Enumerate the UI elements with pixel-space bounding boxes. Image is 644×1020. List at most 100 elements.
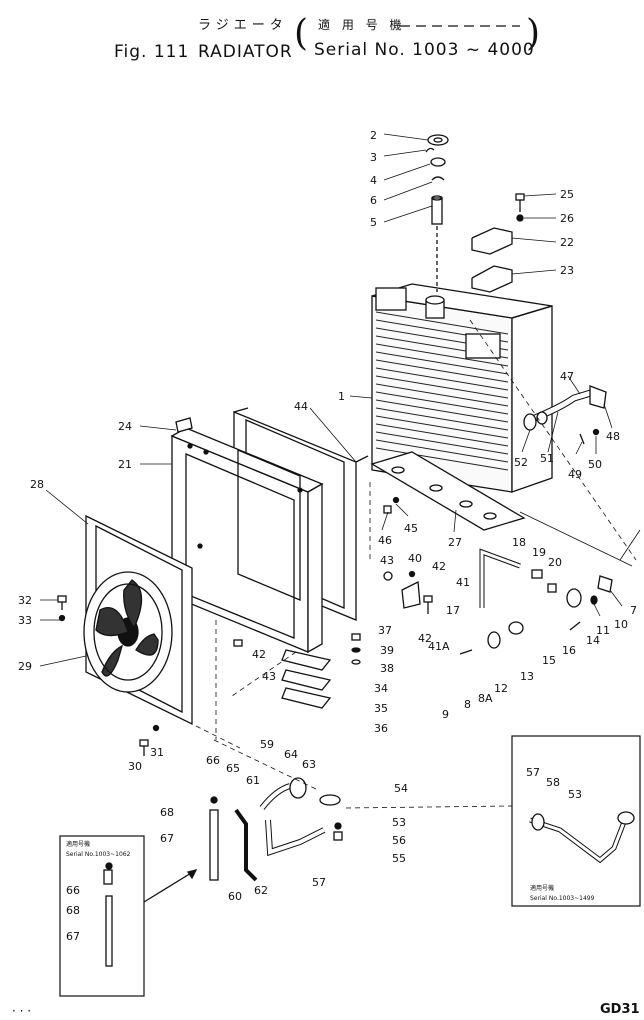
- callout-27: 27: [448, 536, 462, 549]
- callout-12: 12: [494, 682, 508, 695]
- right-parenthesis: ): [526, 13, 541, 54]
- callout-47: 47: [560, 370, 574, 383]
- leader-lines: [39, 133, 641, 667]
- callout-49: 49: [568, 468, 582, 481]
- serial-heading-japanese: 適 用 号 機: [318, 18, 406, 32]
- callout-55: 55: [392, 852, 406, 865]
- callout-38: 38: [380, 662, 394, 675]
- callout-62: 62: [254, 884, 268, 897]
- inset-right-caption-serial: Serial No.1003~1499: [530, 895, 595, 902]
- shroud-21: [170, 417, 324, 654]
- callout-64: 64: [284, 748, 298, 761]
- callout-54: 54: [394, 782, 408, 795]
- callout-63: 63: [302, 758, 316, 771]
- left-parenthesis: (: [294, 13, 309, 54]
- inset-left-caption-serial: Serial No.1003~1062: [66, 851, 131, 858]
- callout-57: 57: [312, 876, 326, 889]
- inset-right-callout-58: 58: [546, 776, 560, 789]
- page-code: GD31: [600, 1002, 640, 1017]
- callout-43-left: 43: [262, 670, 276, 683]
- drawing-art: [39, 25, 641, 997]
- callout-59: 59: [260, 738, 274, 751]
- callout-8a: 8A: [478, 692, 493, 705]
- callout-56: 56: [392, 834, 406, 847]
- callout-7: 7: [630, 604, 637, 617]
- pipe-group-17: [459, 548, 613, 655]
- drain-hose-group: [209, 777, 343, 882]
- callout-19: 19: [532, 546, 546, 559]
- callout-43-upper: 43: [380, 554, 394, 567]
- callout-34: 34: [374, 682, 388, 695]
- callout-61: 61: [246, 774, 260, 787]
- callout-45: 45: [404, 522, 418, 535]
- title-japanese: ラジエータ: [198, 18, 288, 33]
- callout-14: 14: [586, 634, 600, 647]
- callout-52: 52: [514, 456, 528, 469]
- inset-box-right: [511, 735, 641, 907]
- callout-29: 29: [18, 660, 32, 673]
- callout-60: 60: [228, 890, 242, 903]
- callout-11: 11: [596, 624, 610, 637]
- figure-title: RADIATOR: [198, 42, 293, 62]
- callout-5: 5: [370, 216, 377, 229]
- callout-42-upper: 42: [432, 560, 446, 573]
- inset-right-hose: [529, 811, 635, 864]
- callout-30: 30: [128, 760, 142, 773]
- corner-mark: · · ·: [12, 1004, 32, 1018]
- fan-shroud-plate-28: [83, 514, 193, 726]
- filler-cap-stack: [425, 134, 449, 292]
- callout-41a: 41A: [428, 640, 450, 653]
- inset-box-left: [59, 835, 145, 997]
- inset-left-callout-67: 67: [66, 930, 80, 943]
- callout-20: 20: [548, 556, 562, 569]
- callout-50: 50: [588, 458, 602, 471]
- figure-number: Fig. 111: [114, 42, 190, 62]
- callout-31: 31: [150, 746, 164, 759]
- callout-41: 41: [456, 576, 470, 589]
- callout-48: 48: [606, 430, 620, 443]
- callout-2: 2: [370, 129, 377, 142]
- callout-22: 22: [560, 236, 574, 249]
- gasket-27: [370, 451, 526, 531]
- callout-44: 44: [294, 400, 308, 413]
- callout-3: 3: [370, 151, 377, 164]
- callout-40: 40: [408, 552, 422, 565]
- callout-66: 66: [206, 754, 220, 767]
- callout-42-lower: 42: [418, 632, 432, 645]
- callout-labels: 2 3 4 6 5 25 26 22 23 1 44 24 21 28 47 4…: [18, 129, 637, 943]
- callout-33: 33: [18, 614, 32, 627]
- callout-67: 67: [160, 832, 174, 845]
- callout-35: 35: [374, 702, 388, 715]
- inset-left-callout-68: 68: [66, 904, 80, 917]
- callout-18: 18: [512, 536, 526, 549]
- radiator-core: [371, 283, 553, 493]
- bolts-30-33: [57, 595, 160, 756]
- callout-21: 21: [118, 458, 132, 471]
- callout-13: 13: [520, 670, 534, 683]
- callout-65: 65: [226, 762, 240, 775]
- callout-36: 36: [374, 722, 388, 735]
- inset-left-drain: [103, 862, 113, 967]
- bracket-group: [471, 193, 525, 293]
- callout-28: 28: [30, 478, 44, 491]
- callout-16: 16: [562, 644, 576, 657]
- callout-42-left: 42: [252, 648, 266, 661]
- callout-53: 53: [392, 816, 406, 829]
- callout-15: 15: [542, 654, 556, 667]
- inset-left-callout-66: 66: [66, 884, 80, 897]
- inset-right-caption-jp: 適用号機: [530, 884, 554, 892]
- callout-17: 17: [446, 604, 460, 617]
- callout-32: 32: [18, 594, 32, 607]
- callout-51: 51: [540, 452, 554, 465]
- callout-4: 4: [370, 174, 377, 187]
- inset-right-callout-53: 53: [568, 788, 582, 801]
- callout-25: 25: [560, 188, 574, 201]
- callout-8: 8: [464, 698, 471, 711]
- bracket-40-group: [383, 496, 433, 614]
- mount-rubbers: [233, 633, 361, 709]
- callout-39: 39: [380, 644, 394, 657]
- inset-left-caption-jp: 適用号機: [66, 840, 90, 848]
- callout-9: 9: [442, 708, 449, 721]
- inset-left-pointer: [143, 869, 197, 903]
